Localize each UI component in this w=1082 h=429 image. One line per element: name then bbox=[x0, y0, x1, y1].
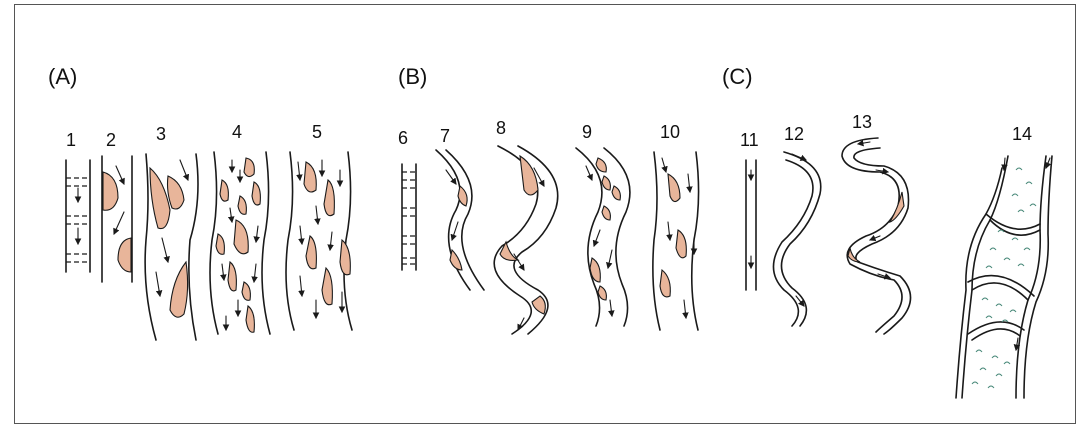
channel-label-10: 10 bbox=[660, 122, 680, 142]
channel-label-13: 13 bbox=[852, 112, 872, 132]
channel-1 bbox=[66, 160, 90, 272]
point-bar bbox=[848, 248, 860, 262]
point-bar bbox=[890, 192, 904, 222]
braid-bar bbox=[612, 186, 620, 200]
channel-label-8: 8 bbox=[496, 118, 506, 138]
braid-bar bbox=[324, 180, 334, 216]
channel-12 bbox=[773, 152, 820, 326]
mid-channel-bar bbox=[676, 230, 686, 258]
point-bar bbox=[103, 172, 118, 210]
mid-channel-bar bbox=[668, 174, 680, 202]
channel-14 bbox=[956, 156, 1052, 398]
channel-8 bbox=[494, 146, 558, 334]
channel-label-14: 14 bbox=[1012, 124, 1032, 144]
braid-bar bbox=[340, 240, 350, 275]
channel-label-3: 3 bbox=[156, 124, 166, 144]
channel-label-12: 12 bbox=[784, 124, 804, 144]
mid-channel-bar bbox=[660, 270, 670, 297]
braid-bar bbox=[322, 268, 332, 305]
braid-bar bbox=[216, 234, 224, 254]
point-bar bbox=[520, 156, 538, 195]
braid-bar bbox=[304, 162, 316, 192]
group-label-b: (B) bbox=[398, 64, 427, 89]
point-bar bbox=[450, 250, 462, 270]
channel-label-7: 7 bbox=[440, 126, 450, 146]
channel-13 bbox=[842, 138, 911, 334]
channel-label-1: 1 bbox=[66, 130, 76, 150]
braid-bar bbox=[596, 158, 606, 172]
channel-label-11: 11 bbox=[740, 130, 759, 150]
braid-bar bbox=[220, 180, 228, 201]
channel-label-6: 6 bbox=[398, 128, 408, 148]
channel-6 bbox=[402, 164, 416, 270]
channel-10 bbox=[653, 152, 699, 330]
channel-label-5: 5 bbox=[312, 122, 322, 142]
braid-bar bbox=[602, 206, 610, 220]
braid-bar bbox=[246, 306, 254, 332]
braid-bar bbox=[244, 158, 254, 177]
channel-3 bbox=[145, 154, 198, 340]
channel-label-2: 2 bbox=[106, 130, 116, 150]
group-label-a: (A) bbox=[48, 64, 77, 89]
mid-channel-bar bbox=[170, 262, 188, 317]
group-label-c: (C) bbox=[722, 64, 753, 89]
braid-bar bbox=[228, 262, 236, 291]
braid-bar bbox=[242, 282, 250, 300]
channel-7 bbox=[436, 150, 484, 290]
channel-2 bbox=[102, 156, 132, 282]
mid-channel-bar bbox=[168, 176, 185, 209]
point-bar bbox=[532, 296, 545, 314]
channel-4 bbox=[210, 152, 270, 334]
channel-11 bbox=[746, 160, 756, 290]
braid-bar bbox=[306, 236, 316, 269]
channel-label-4: 4 bbox=[232, 122, 242, 142]
point-bar bbox=[118, 238, 131, 272]
channel-9 bbox=[576, 148, 630, 326]
mid-channel-bar bbox=[150, 168, 170, 229]
braid-bar bbox=[234, 220, 248, 254]
channel-label-9: 9 bbox=[582, 122, 592, 142]
braid-bar bbox=[602, 176, 610, 190]
braid-bar bbox=[252, 182, 260, 205]
channel-5 bbox=[286, 152, 352, 330]
braid-bar bbox=[238, 196, 246, 214]
